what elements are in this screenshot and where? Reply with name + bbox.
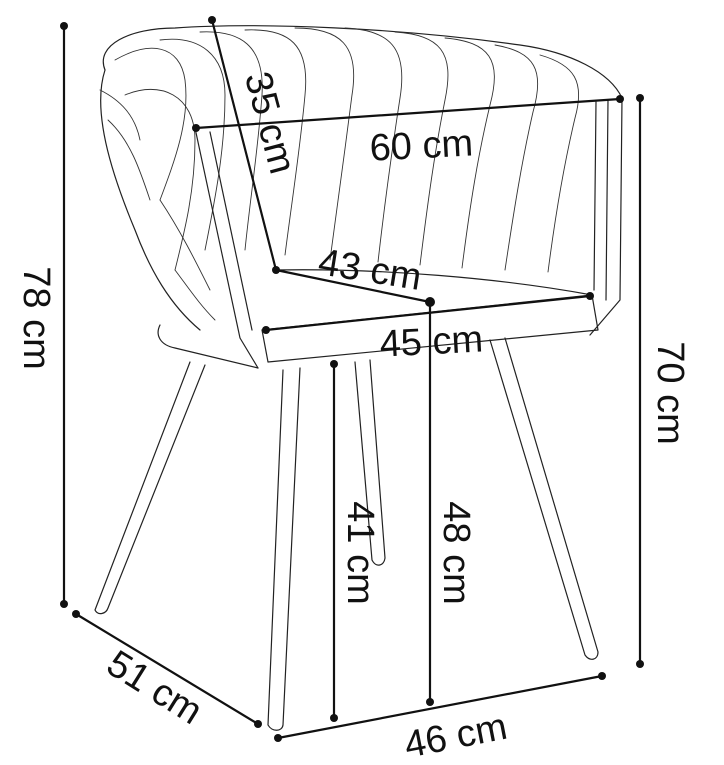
label-back-depth: 35 cm: [236, 67, 303, 178]
dimension-lines: [60, 16, 644, 742]
label-base-width: 46 cm: [401, 706, 511, 760]
dim-line-width-top: [194, 97, 622, 130]
label-width-top: 60 cm: [369, 122, 475, 169]
chair-outline: [94, 25, 623, 731]
dim-line-seat-width: [264, 294, 592, 332]
label-seat-height-front: 41 cm: [339, 501, 381, 604]
dim-line-back-depth: [210, 18, 278, 272]
woven-back: [99, 27, 580, 321]
label-base-depth: 51 cm: [99, 643, 209, 733]
dim-line-seat-depth: [274, 268, 432, 304]
label-seat-depth: 43 cm: [315, 241, 424, 299]
chair-legs: [94, 337, 599, 731]
label-total-height: 78 cm: [15, 266, 57, 369]
dim-line-base-width: [276, 674, 604, 740]
dimension-labels: 78 cm 35 cm 60 cm 43 cm 45 cm 70 cm 41 c…: [15, 67, 691, 765]
label-seat-width: 45 cm: [379, 318, 485, 365]
label-arm-height: 70 cm: [649, 341, 691, 444]
dim-line-base-depth: [74, 612, 260, 726]
label-seat-height-center: 48 cm: [435, 501, 477, 604]
